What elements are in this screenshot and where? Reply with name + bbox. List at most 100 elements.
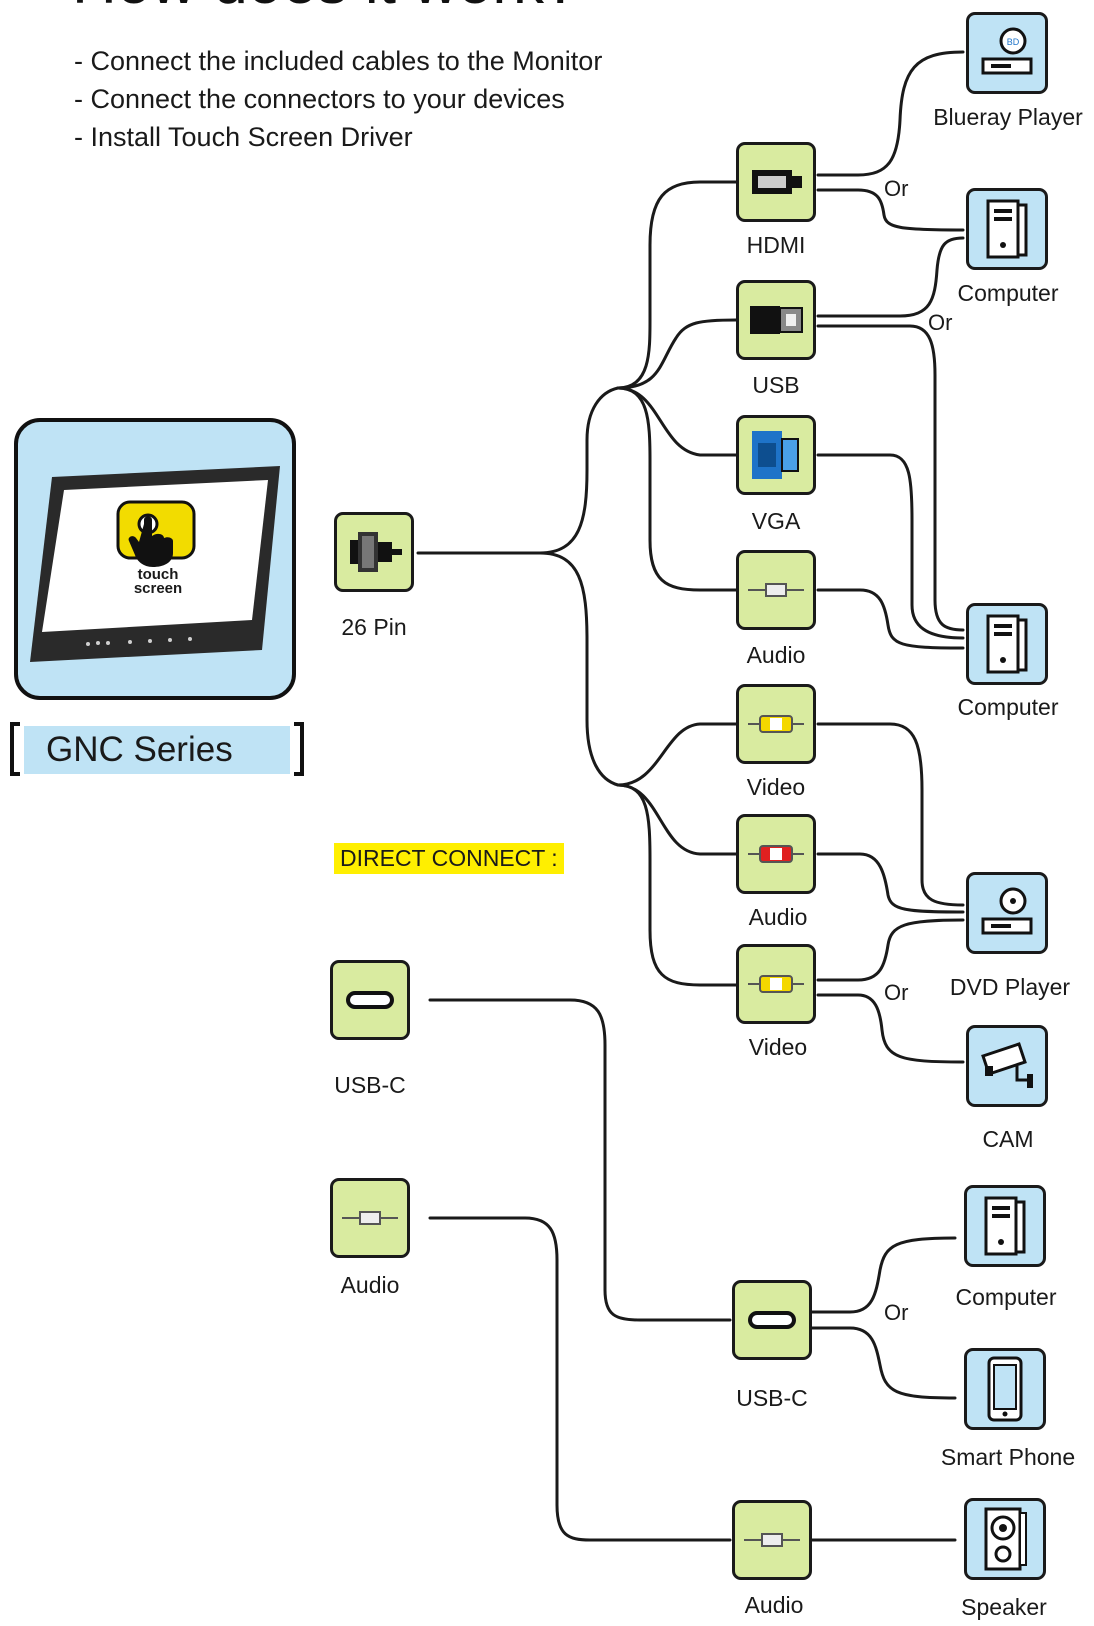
video-box-2: [736, 944, 816, 1024]
wire-to-usb: [616, 318, 738, 390]
or-label: Or: [884, 176, 909, 201]
audio-box-2: [736, 814, 816, 894]
rca-yellow-icon: [748, 715, 804, 733]
computer-device-box-2: [966, 603, 1048, 685]
computer-label-3: Computer: [955, 1284, 1057, 1310]
wire-usb-computer2: [816, 324, 965, 632]
26-pin-connector-icon: [350, 532, 402, 572]
26-pin-label: 26 Pin: [341, 614, 407, 640]
audio-cable-icon: [748, 583, 804, 597]
wire-hdmi-bluray: [816, 50, 965, 177]
audio-cable-icon: [342, 1211, 398, 1225]
audio-label-direct: Audio: [340, 1272, 400, 1298]
speaker-device-box: [964, 1498, 1046, 1580]
dvd-label: DVD Player: [949, 974, 1071, 1000]
wire-vga-computer2: [816, 453, 965, 640]
wire-26pin-trunk: [416, 386, 620, 555]
rca-red-icon: [748, 845, 804, 863]
phone-label: Smart Phone: [940, 1444, 1076, 1470]
series-name: GNC Series: [46, 730, 233, 769]
cam-device-box: [966, 1025, 1048, 1107]
wire-audio2-dvd: [816, 852, 965, 914]
wire-audio1-computer2: [816, 588, 965, 650]
usb-c-icon: [748, 1311, 796, 1329]
hdmi-box: [736, 142, 816, 222]
wire-usbc-computer3: [810, 1236, 957, 1314]
audio-label-1: Audio: [746, 642, 806, 668]
series-label: GNC Series: [10, 722, 304, 778]
wire-to-video1: [616, 722, 738, 787]
computer-device-box-1: [966, 188, 1048, 270]
hdmi-label: HDMI: [746, 232, 806, 258]
instruction-step: - Connect the connectors to your devices: [74, 84, 565, 114]
computer-tower-icon: [986, 199, 1028, 259]
direct-connect-label: DIRECT CONNECT :: [334, 843, 564, 874]
bluray-label: Blueray Player: [933, 104, 1083, 130]
audio-cable-icon: [744, 1533, 800, 1547]
touch-screen-label: touch screen: [133, 566, 183, 597]
usb-icon: [750, 306, 803, 334]
wire-video2-cam: [816, 993, 965, 1064]
vga-box: [736, 415, 816, 495]
audio-label-bottom: Audio: [744, 1592, 804, 1618]
wire-to-hdmi: [616, 180, 738, 390]
dvd-device-box: [966, 872, 1048, 954]
26-pin-connector-box: [334, 512, 414, 592]
usb-c-icon: [346, 991, 394, 1009]
wire-video1-dvd: [816, 722, 965, 907]
wire-video2-dvd: [816, 918, 965, 982]
phone-device-box: [964, 1348, 1046, 1430]
bracket-right: [294, 722, 304, 776]
wire-26pin-down: [538, 551, 620, 787]
cam-label: CAM: [982, 1126, 1034, 1152]
audio-box-bottom: [732, 1500, 812, 1580]
smart-phone-icon: [987, 1356, 1023, 1422]
usbc-box-direct: [330, 960, 410, 1040]
audio-box-1: [736, 550, 816, 630]
wire-to-vga: [616, 386, 738, 457]
monitor-panel: touch screen: [14, 418, 296, 700]
series-highlight: [24, 726, 290, 774]
audio-label-2: Audio: [748, 904, 808, 930]
usb-box: [736, 280, 816, 360]
audio-box-direct: [330, 1178, 410, 1258]
computer-label-2: Computer: [957, 694, 1059, 720]
or-label: Or: [928, 310, 953, 335]
instruction-step: - Install Touch Screen Driver: [74, 122, 413, 152]
computer-device-box-3: [964, 1185, 1046, 1267]
hdmi-icon: [752, 170, 802, 194]
speaker-label: Speaker: [961, 1594, 1047, 1620]
wire-to-audio2: [616, 783, 738, 856]
dvd-player-icon: [981, 887, 1033, 935]
svg-text:BD: BD: [1007, 37, 1020, 47]
bracket-left: [10, 722, 20, 776]
usbc-box-right: [732, 1280, 812, 1360]
instruction-list: - Connect the included cables to the Mon…: [74, 42, 602, 156]
usbc-label-right: USB-C: [736, 1385, 808, 1411]
security-camera-icon: [981, 1042, 1033, 1088]
computer-label-1: Computer: [957, 280, 1059, 306]
computer-tower-icon: [984, 1196, 1026, 1256]
vga-label: VGA: [751, 508, 801, 534]
wire-audio-direct: [428, 1216, 732, 1542]
video-box-1: [736, 684, 816, 764]
or-label: Or: [884, 1300, 909, 1325]
usb-label: USB: [752, 372, 800, 398]
wire-usbc-direct: [428, 998, 732, 1322]
bluray-device-box: BD: [966, 12, 1048, 94]
or-label: Or: [884, 980, 909, 1005]
vga-icon: [752, 431, 799, 479]
wire-to-audio1: [616, 386, 738, 592]
wire-hdmi-computer1: [816, 188, 965, 232]
speaker-icon: [984, 1507, 1027, 1571]
monitor-icon: [30, 466, 280, 662]
video-label-2: Video: [748, 1034, 808, 1060]
page-title: How does it work?: [72, 0, 579, 18]
usbc-label-direct: USB-C: [334, 1072, 406, 1098]
video-label-1: Video: [746, 774, 806, 800]
wire-usbc-phone: [810, 1326, 957, 1400]
wire-usb-computer1: [816, 236, 965, 318]
wire-to-video2: [616, 783, 738, 987]
bluray-player-icon: BD: [981, 27, 1033, 75]
